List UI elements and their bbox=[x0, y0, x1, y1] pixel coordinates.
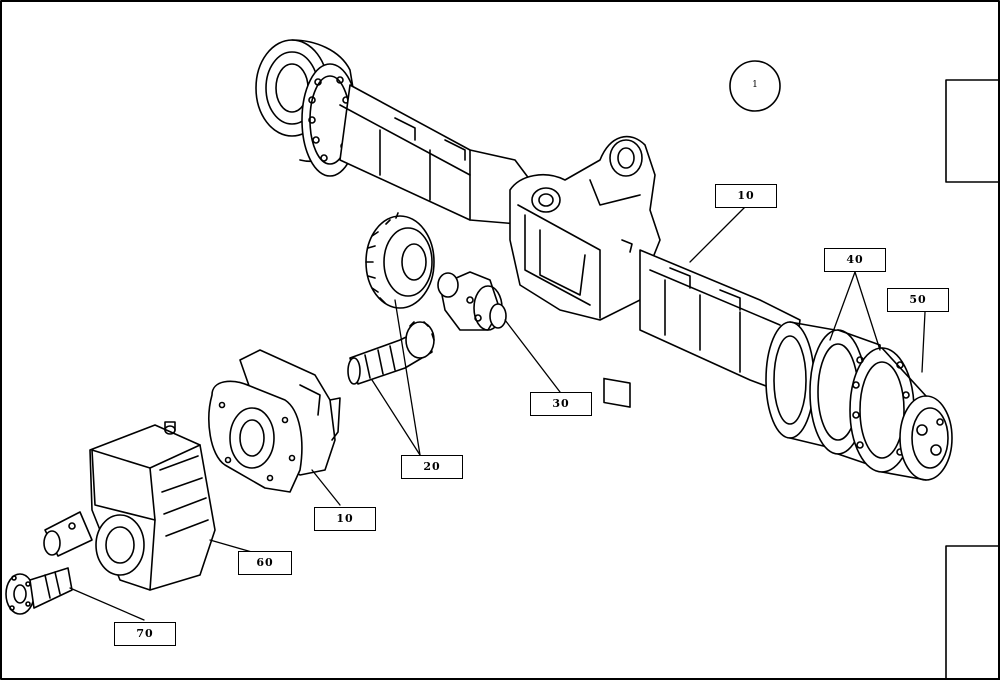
side-tab-top bbox=[945, 79, 1000, 183]
carrier-housing bbox=[208, 349, 341, 493]
callout-40-hub: 40 bbox=[824, 248, 886, 272]
sheet-marker-circle bbox=[729, 60, 781, 112]
output-flange-shaft bbox=[5, 567, 73, 615]
callout-20-gear-set: 20 bbox=[401, 455, 463, 479]
transfer-gearbox bbox=[43, 421, 216, 591]
ring-gear-and-pinion bbox=[347, 212, 435, 385]
callout-30-differential: 30 bbox=[530, 392, 592, 416]
callout-10-carrier: 10 bbox=[314, 507, 376, 531]
axle-housing bbox=[255, 39, 801, 408]
leader-lines bbox=[69, 205, 926, 621]
callout-60-gearbox: 60 bbox=[238, 551, 292, 575]
callout-10-axle-housing: 10 bbox=[715, 184, 777, 208]
callout-50-hub-cover: 50 bbox=[887, 288, 949, 312]
differential-case bbox=[437, 271, 507, 331]
side-tab-bottom bbox=[945, 545, 1000, 680]
sheet-marker-label: 1 bbox=[752, 80, 758, 90]
callout-70-flange: 70 bbox=[114, 622, 176, 646]
right-hub-assembly bbox=[765, 321, 953, 481]
